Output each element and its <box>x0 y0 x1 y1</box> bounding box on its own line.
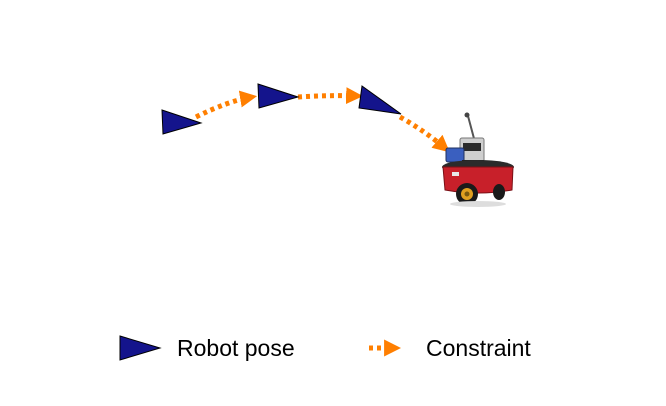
constraint-2 <box>297 87 364 105</box>
legend-label-constraint: Constraint <box>426 335 531 361</box>
robot-pose-1 <box>161 109 203 135</box>
mobile-robot-icon <box>442 112 514 207</box>
legend-label-robot-pose: Robot pose <box>177 335 295 361</box>
constraint-1 <box>194 90 258 120</box>
constraint-3 <box>398 114 450 153</box>
legend <box>119 335 402 361</box>
robot-poses <box>161 83 402 135</box>
constraints <box>194 87 450 153</box>
robot-pose-2 <box>257 83 300 109</box>
robot-pose-3 <box>358 85 402 115</box>
blue-triangle-icon <box>119 335 162 361</box>
